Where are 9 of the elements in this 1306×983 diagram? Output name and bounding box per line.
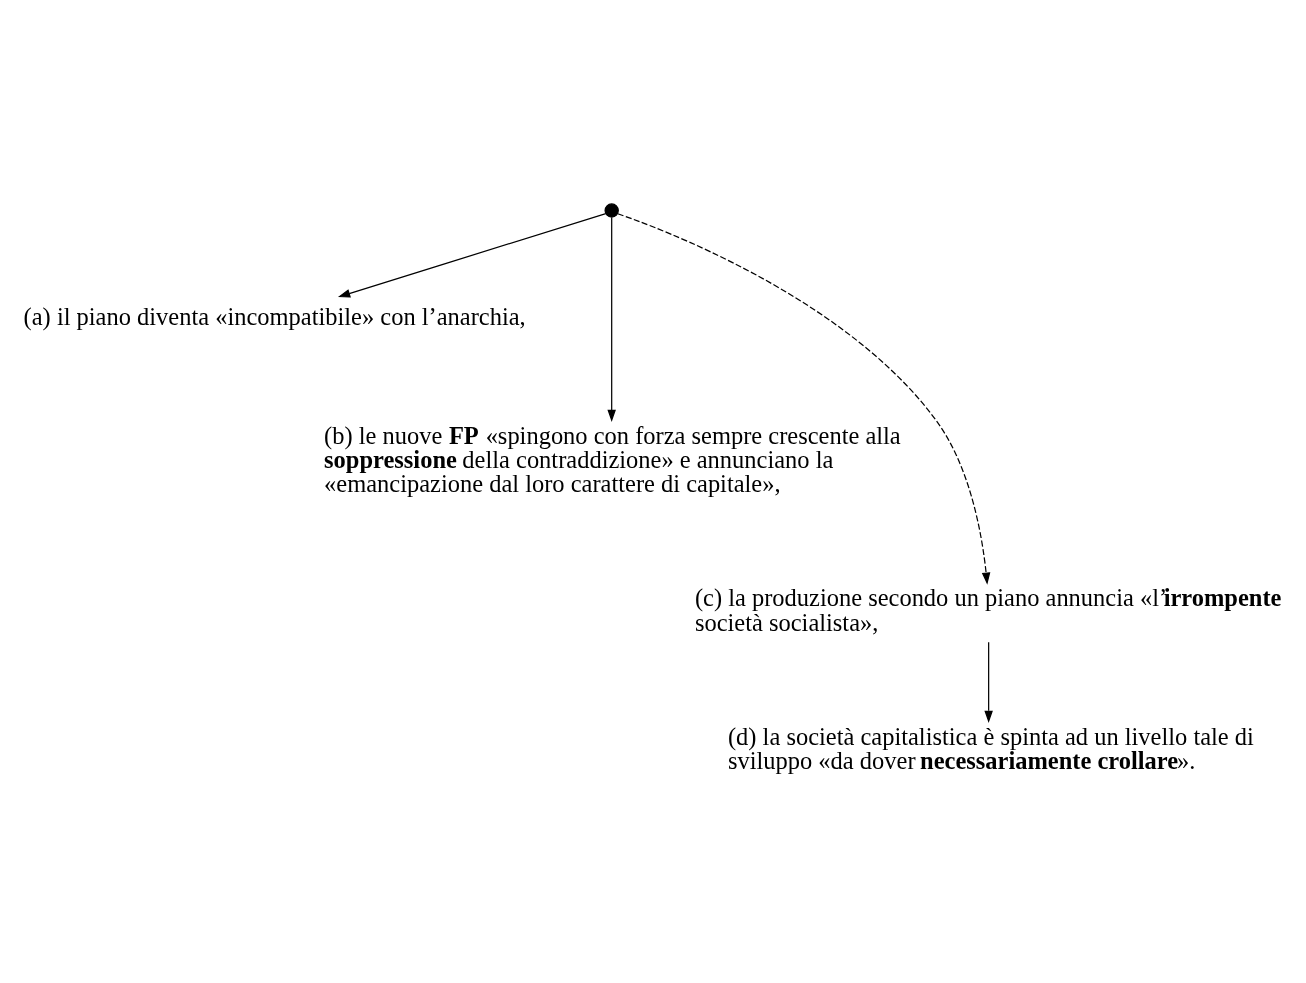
node-text: (d) la società capitalistica è spinta ad un livello tale di sviluppo «da dover necessariamente crollare». bbox=[727, 722, 1254, 774]
arrow bbox=[337, 212, 607, 298]
arrow bbox=[617, 212, 991, 585]
arrow bbox=[607, 216, 616, 422]
node-text: (b) le nuove FP «spingono con forza sempre crescente alla soppressione della contraddizione» e annunciano la «emancipazione dal loro carattere di capitale», bbox=[324, 421, 901, 497]
node-circle bbox=[604, 202, 619, 218]
node-text: (a) il piano diventa «incompatibile» con l’anarchia, bbox=[23, 302, 526, 330]
node-text: (c) la produzione secondo un piano annuncia «l’irrompente società socialista», bbox=[694, 583, 1282, 636]
arrow bbox=[984, 641, 993, 723]
